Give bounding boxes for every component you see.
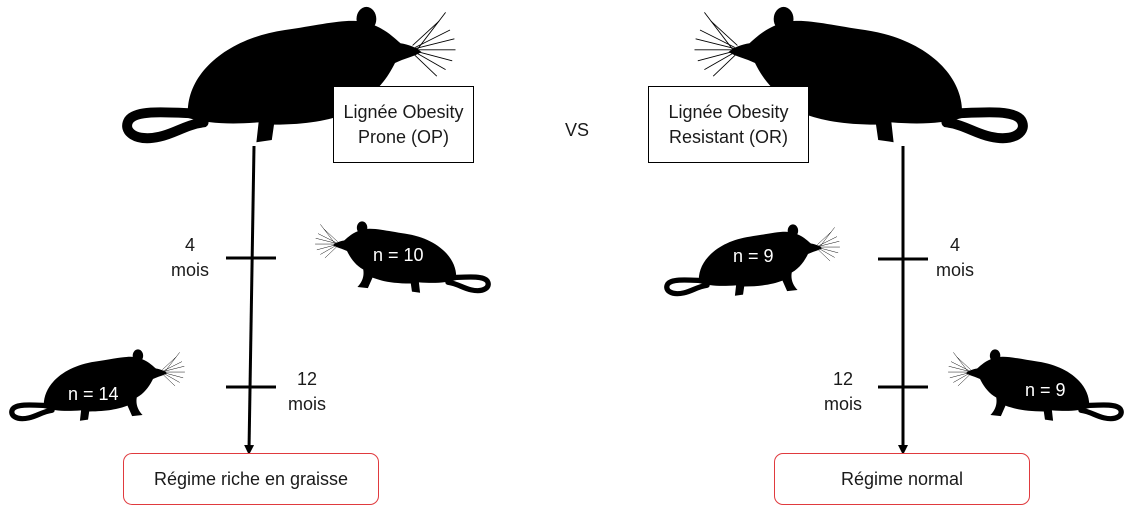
op-time-4-mois: 4 mois: [170, 235, 209, 280]
op-line-label: Lignée Obesity Prone (OP): [343, 101, 464, 147]
op-time-12-mois: 12 mois: [287, 369, 326, 414]
op-line-box: Lignée Obesity Prone (OP): [333, 86, 474, 163]
or-line-label: Lignée Obesity Resistant (OR): [668, 101, 789, 147]
or-regime-box: Régime normal: [774, 453, 1030, 505]
or-time-4-mois: 4 mois: [935, 235, 974, 280]
or-time-12-mois: 12 mois: [823, 369, 862, 414]
count-label-or-12m: n = 9: [1025, 380, 1066, 400]
count-label-or-4m: n = 9: [733, 246, 774, 266]
vs-label: VS: [564, 120, 589, 140]
op-regime-label: Régime riche en graisse: [153, 468, 349, 489]
count-label-op-4m: n = 10: [373, 245, 424, 265]
or-regime-label: Régime normal: [840, 468, 964, 489]
left-timeline-arrow: [244, 145, 256, 455]
op-regime-box: Régime riche en graisse: [123, 453, 379, 505]
or-line-box: Lignée Obesity Resistant (OR): [648, 86, 809, 163]
count-label-op-12m: n = 14: [68, 384, 119, 404]
